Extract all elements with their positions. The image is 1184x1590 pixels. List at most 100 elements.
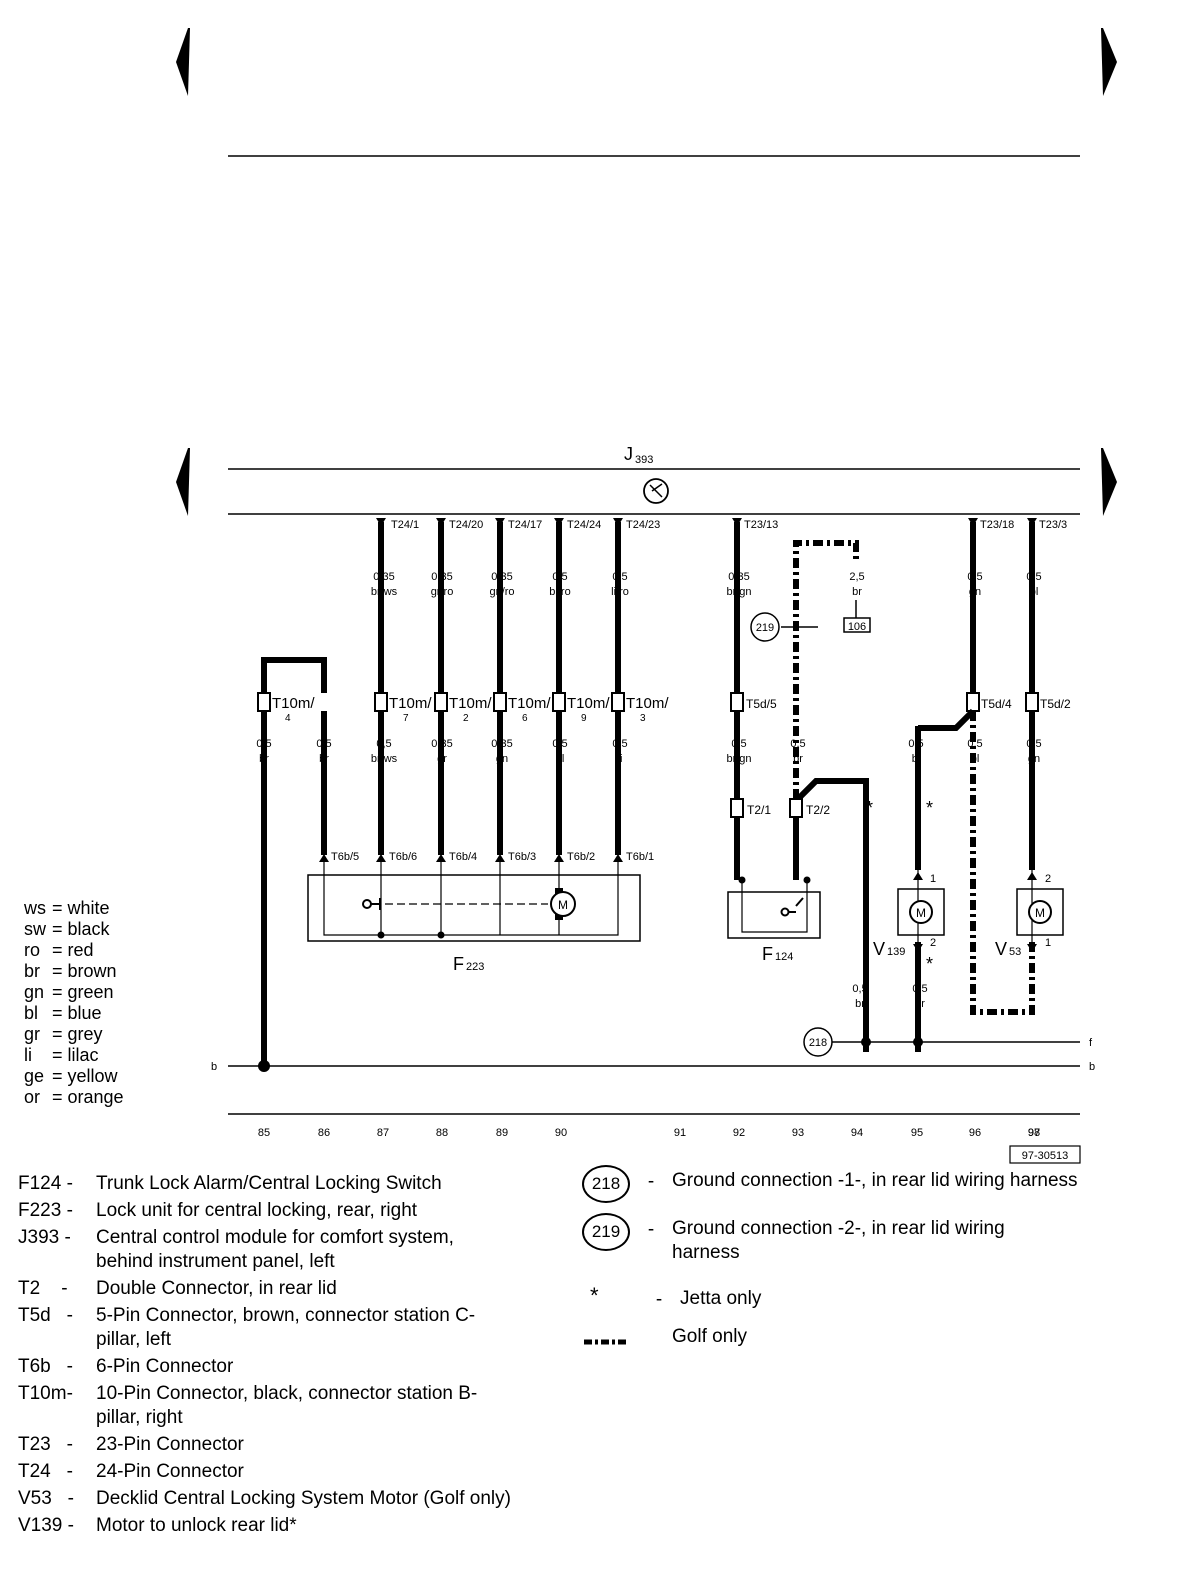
next-page-arrow-top[interactable] xyxy=(1101,28,1117,96)
svg-text:91: 91 xyxy=(674,1127,686,1139)
t2-connector-row: T2/1 T2/2 xyxy=(730,798,830,818)
ground-106-label: 106 xyxy=(848,621,866,633)
legend-code: T24 - xyxy=(18,1461,73,1482)
color-key-row: gr= grey xyxy=(24,1024,124,1045)
legend-code: F124 - xyxy=(18,1173,73,1194)
t5-connector: T5d/5 xyxy=(730,692,777,712)
svg-text:T10m/: T10m/ xyxy=(567,695,610,712)
legend-ground-219: 219 - Ground connection -2-, in rear lid… xyxy=(582,1213,1130,1265)
legend-desc: Double Connector, in rear lid xyxy=(96,1278,337,1299)
pin-label: T24/20 xyxy=(449,519,483,531)
legend-row: F223 -Lock unit for central locking, rea… xyxy=(18,1199,516,1223)
ground-218-circle xyxy=(803,1027,833,1057)
color-code: gr xyxy=(24,1024,41,1044)
color-code: ro xyxy=(24,940,41,960)
lower-wire-labels: 0,5br 0,5br xyxy=(852,983,927,1010)
color-code: sw xyxy=(24,919,46,939)
prev-page-arrow-top[interactable] xyxy=(176,28,190,96)
pin-label: T24/24 xyxy=(567,519,601,531)
wires-middle xyxy=(261,708,1035,1066)
svg-text:T10m/: T10m/ xyxy=(508,695,551,712)
jetta-symbol: * xyxy=(590,1283,599,1308)
svg-text:T6b/5: T6b/5 xyxy=(331,851,359,863)
svg-text:br: br xyxy=(915,998,925,1010)
svg-text:T6b/6: T6b/6 xyxy=(389,851,417,863)
color-code: bl xyxy=(24,1003,39,1023)
legend-desc: 23-Pin Connector xyxy=(96,1434,244,1455)
t10-connector: T10m/4 xyxy=(257,692,315,724)
rail-label-b-right: b xyxy=(1089,1061,1095,1073)
svg-text:0,5: 0,5 xyxy=(731,738,746,750)
jetta-mark: * xyxy=(866,798,873,818)
color-key-row: bl= blue xyxy=(24,1003,124,1024)
next-page-arrow-mid[interactable] xyxy=(1101,448,1117,516)
svg-text:2: 2 xyxy=(463,713,469,724)
svg-text:gr: gr xyxy=(437,753,447,765)
t2-connector: T2/2 xyxy=(789,798,830,818)
svg-text:0,35: 0,35 xyxy=(431,738,452,750)
color-key-row: ge = yellow xyxy=(24,1066,124,1087)
t2-connector: T2/1 xyxy=(730,798,771,818)
t5-connector: T5d/4 xyxy=(966,692,1012,712)
svg-text:6: 6 xyxy=(522,713,528,724)
svg-text:0,5: 0,5 xyxy=(852,983,867,995)
legend-desc: Ground connection -2-, in rear lid wirin… xyxy=(672,1218,1005,1263)
legend-desc: Motor to unlock rear lid* xyxy=(96,1515,297,1536)
svg-text:97: 97 xyxy=(1028,1127,1040,1139)
pin-label: T24/23 xyxy=(626,519,660,531)
svg-text:0,5: 0,5 xyxy=(908,738,923,750)
ground-219-label: 219 xyxy=(756,622,774,634)
svg-text:br: br xyxy=(319,753,329,765)
color-name: = yellow xyxy=(52,1066,118,1086)
legend-desc: 10-Pin Connector, black, connector stati… xyxy=(96,1383,478,1428)
svg-text:1: 1 xyxy=(1045,937,1051,949)
color-code: ge xyxy=(24,1066,45,1086)
color-name: = green xyxy=(52,982,114,1002)
svg-text:90: 90 xyxy=(555,1127,567,1139)
svg-text:T5d/4: T5d/4 xyxy=(981,697,1012,711)
ground-219-symbol: 219 xyxy=(582,1213,630,1251)
motor-icon xyxy=(1028,900,1052,924)
legend-desc: Lock unit for central locking, rear, rig… xyxy=(96,1200,418,1221)
color-name: = white xyxy=(52,898,110,918)
svg-text:89: 89 xyxy=(496,1127,508,1139)
svg-text:T2/2: T2/2 xyxy=(806,803,830,817)
svg-text:M: M xyxy=(1035,906,1045,920)
color-code: ws xyxy=(24,898,46,918)
svg-text:2: 2 xyxy=(930,937,936,949)
svg-text:0,35: 0,35 xyxy=(431,571,452,583)
color-name: = black xyxy=(52,919,110,939)
svg-text:0,5: 0,5 xyxy=(967,738,982,750)
legend-code: V139 - xyxy=(18,1515,74,1536)
svg-text:T10m/: T10m/ xyxy=(449,695,492,712)
legend-row: T24 -24-Pin Connector xyxy=(18,1460,516,1484)
t10-connector: T10m/6 xyxy=(493,692,551,724)
svg-text:0,5: 0,5 xyxy=(376,738,391,750)
color-key-row: gn= green xyxy=(24,982,124,1003)
color-name: = red xyxy=(52,940,94,960)
svg-text:0,5: 0,5 xyxy=(256,738,271,750)
legend-row: V139 - Motor to unlock rear lid* xyxy=(18,1514,516,1538)
legend-code: V53 - xyxy=(18,1488,74,1509)
pin-label: T23/18 xyxy=(980,519,1014,531)
legend-desc: Jetta only xyxy=(680,1288,762,1309)
svg-text:0,5: 0,5 xyxy=(1026,738,1041,750)
svg-text:br/gn: br/gn xyxy=(726,586,751,598)
svg-text:85: 85 xyxy=(258,1127,270,1139)
golf-only-ground-path xyxy=(793,540,859,862)
svg-text:T10m/: T10m/ xyxy=(272,695,315,712)
prev-page-arrow-mid[interactable] xyxy=(176,448,190,516)
legend-row: F124 -Trunk Lock Alarm/Central Locking S… xyxy=(18,1172,516,1196)
svg-text:bl: bl xyxy=(1030,586,1039,598)
legend-code: T10m- xyxy=(18,1383,73,1404)
svg-text:94: 94 xyxy=(851,1127,863,1139)
color-key-row: ro = red xyxy=(24,940,124,961)
svg-text:0,5: 0,5 xyxy=(612,571,627,583)
svg-text:0,5: 0,5 xyxy=(967,571,982,583)
color-key-row: li= lilac xyxy=(24,1045,124,1066)
